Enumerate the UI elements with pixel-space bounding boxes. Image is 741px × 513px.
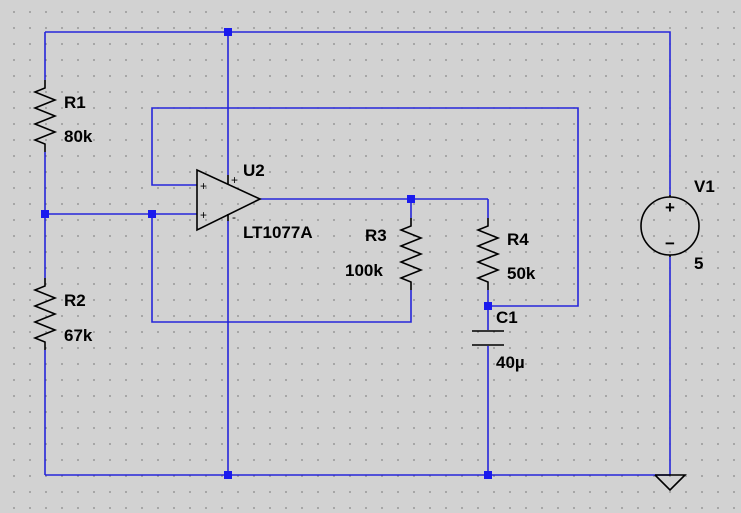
c1-value-label: 40µ bbox=[496, 353, 525, 372]
r3-value-label: 100k bbox=[345, 261, 383, 280]
v1-minus-sign: − bbox=[665, 234, 675, 253]
r3-ref-label: R3 bbox=[365, 226, 387, 245]
u2-noninverting-pin-top: + bbox=[200, 179, 207, 193]
u2-supply-minus-pin: - bbox=[232, 210, 236, 224]
u2-ref-label: U2 bbox=[243, 161, 265, 180]
junction-dot bbox=[484, 471, 492, 479]
junction-dot bbox=[407, 195, 415, 203]
wires bbox=[44, 31, 671, 476]
c1-ref-label: C1 bbox=[496, 308, 518, 327]
v1-ref-label: V1 bbox=[694, 177, 715, 196]
r1-ref-label: R1 bbox=[64, 93, 86, 112]
r2-value-label: 67k bbox=[64, 326, 93, 345]
r4-ref-label: R4 bbox=[507, 230, 529, 249]
u2-noninverting-pin-bottom: + bbox=[200, 208, 207, 222]
r2-ref-label: R2 bbox=[64, 291, 86, 310]
v1-plus-sign: + bbox=[665, 198, 675, 217]
resistor-r4[interactable] bbox=[475, 218, 501, 290]
u2-supply-plus-pin: + bbox=[231, 173, 238, 187]
resistor-r1[interactable] bbox=[32, 80, 58, 152]
junction-dot bbox=[224, 471, 232, 479]
r1-value-label: 80k bbox=[64, 127, 93, 146]
voltage-source-v1[interactable] bbox=[640, 195, 700, 257]
capacitor-c1[interactable] bbox=[472, 330, 504, 346]
junction-dot bbox=[224, 28, 232, 36]
u2-value-label: LT1077A bbox=[243, 223, 313, 242]
junction-dot bbox=[484, 302, 492, 310]
opamp-u2[interactable] bbox=[196, 168, 262, 232]
resistor-r2[interactable] bbox=[32, 278, 58, 350]
ground-icon bbox=[654, 474, 687, 492]
junction-dot bbox=[41, 210, 49, 218]
r4-value-label: 50k bbox=[507, 264, 536, 283]
v1-value-label: 5 bbox=[694, 254, 703, 273]
junction-dot bbox=[148, 210, 156, 218]
junctions bbox=[41, 28, 492, 479]
resistor-r3[interactable] bbox=[398, 218, 424, 290]
